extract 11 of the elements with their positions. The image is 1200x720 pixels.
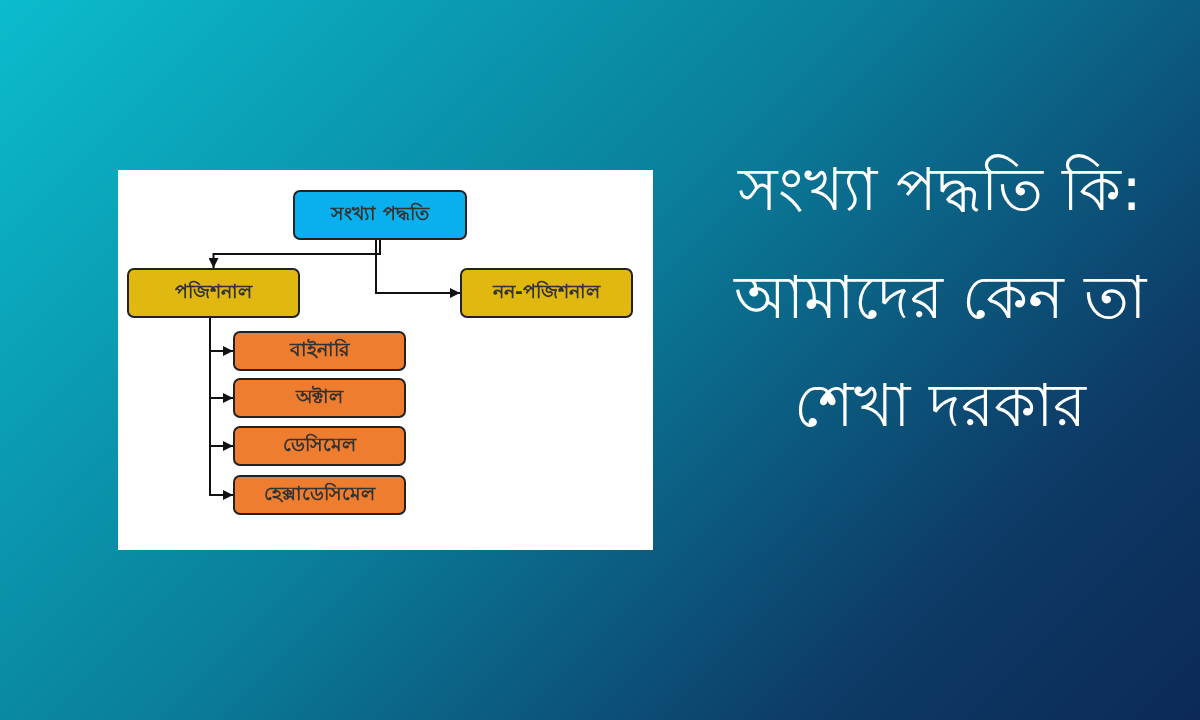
category-box: পজিশনাল xyxy=(127,268,300,318)
arrow xyxy=(208,239,381,269)
title: সংখ্যা পদ্ধতি কি: আমাদের কেন তা শেখা দরকার xyxy=(732,153,1149,442)
category-box: নন-পজিশনাল xyxy=(460,268,633,318)
item-box: বাইনারি xyxy=(233,331,406,371)
arrow xyxy=(375,239,461,298)
item-box: অক্টাল xyxy=(233,378,406,418)
item-box: ডেসিমেল xyxy=(233,426,406,466)
arrow xyxy=(209,317,234,500)
item-box: হেক্সাডেসিমেল xyxy=(233,475,406,515)
root-box: সংখ্যা পদ্ধতি xyxy=(293,190,467,240)
